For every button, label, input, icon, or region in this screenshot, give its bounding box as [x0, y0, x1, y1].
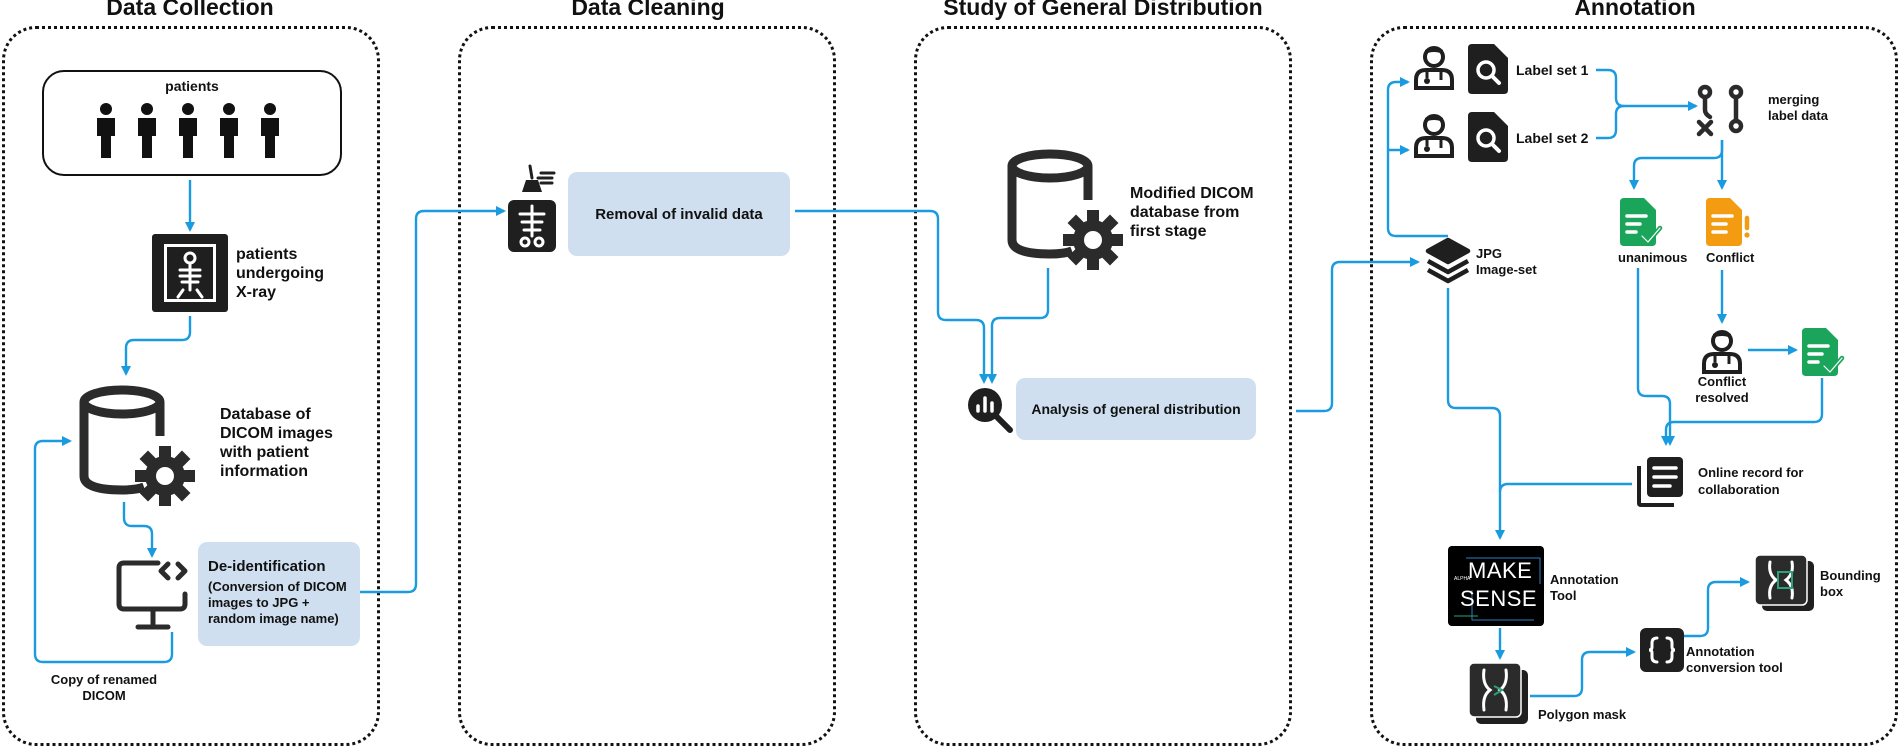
stage-data-collection: [2, 26, 380, 746]
conversion-tool-label: Annotation conversion tool: [1686, 644, 1783, 675]
conflict-label: Conflict: [1706, 250, 1755, 265]
makesense-word-2: SENSE: [1460, 586, 1538, 611]
makesense-frame-lines: [1454, 557, 1541, 621]
xray-clean-icon: [508, 164, 556, 252]
xray-icon: [152, 234, 228, 312]
analysis-search-icon: [968, 388, 1013, 433]
label-set-2-label: Label set 2: [1516, 130, 1589, 146]
label-file-search-icon-1: [1468, 44, 1508, 94]
polygon-mask-icon: [1468, 662, 1528, 724]
modified-database-gear-icon: [1007, 149, 1123, 270]
conflict-document-icon: [1706, 198, 1750, 246]
patients-box: [42, 70, 342, 176]
makesense-logo: ALPHA MAKE SENSE: [1448, 546, 1544, 626]
deidentification-desc: (Conversion of DICOM images to JPG + ran…: [208, 579, 347, 626]
unanimous-label: unanimous: [1618, 250, 1688, 265]
database-label: Database of DICOM images with patient in…: [220, 406, 333, 480]
conflict-resolved-label: Conflict resolved: [1695, 374, 1749, 405]
doctor-icon-1: [1414, 46, 1454, 90]
polygon-mask-label: Polygon mask: [1538, 707, 1627, 722]
stage-annotation: [1370, 26, 1898, 746]
deidentification-pill: De-identification (Conversion of DICOM i…: [198, 542, 360, 646]
bounding-box-icon: [1754, 554, 1814, 611]
database-gear-icon: [79, 385, 195, 506]
label-set-1-label: Label set 1: [1516, 62, 1589, 78]
analysis-pill: Analysis of general distribution: [1016, 378, 1256, 440]
makesense-badge: ALPHA: [1454, 576, 1471, 582]
unanimous-document-icon: [1620, 198, 1663, 246]
online-record-label: Online record for collaboration: [1698, 465, 1804, 497]
xray-label: patients undergoing X-ray: [236, 246, 324, 301]
copy-renamed-label: Copy of renamed DICOM: [50, 672, 158, 703]
conversion-braces-icon: [1640, 628, 1684, 672]
resolved-document-icon: [1802, 328, 1845, 376]
removal-pill: Removal of invalid data: [568, 172, 790, 256]
label-file-search-icon-2: [1468, 112, 1508, 162]
doctor-icon-2: [1414, 114, 1454, 158]
deidentification-title: De-identification: [208, 558, 326, 575]
patients-icon: [97, 103, 279, 158]
stage-title-annotation: Annotation: [1555, 0, 1715, 21]
modified-database-label: Modified DICOM database from first stage: [1130, 185, 1254, 240]
stage-title-cleaning: Data Cleaning: [548, 0, 748, 21]
annotation-tool-label: Annotation Tool: [1550, 572, 1619, 603]
merge-icon: [1696, 84, 1744, 137]
bounding-box-label: Bounding box: [1820, 568, 1881, 599]
resolver-doctor-icon: [1702, 330, 1742, 374]
stage-title-distribution: Study of General Distribution: [930, 0, 1276, 21]
online-record-icon: [1637, 457, 1683, 507]
patients-label: patients: [165, 78, 219, 94]
jpg-label: JPG Image-set: [1476, 246, 1537, 277]
merging-label: merging label data: [1768, 92, 1828, 123]
stage-title-collection: Data Collection: [90, 0, 290, 21]
makesense-word-1: MAKE: [1468, 558, 1533, 583]
stage-general-distribution: [914, 26, 1292, 746]
monitor-code-icon: [116, 560, 188, 630]
layers-icon: [1425, 237, 1471, 284]
stage-data-cleaning: [458, 26, 836, 746]
